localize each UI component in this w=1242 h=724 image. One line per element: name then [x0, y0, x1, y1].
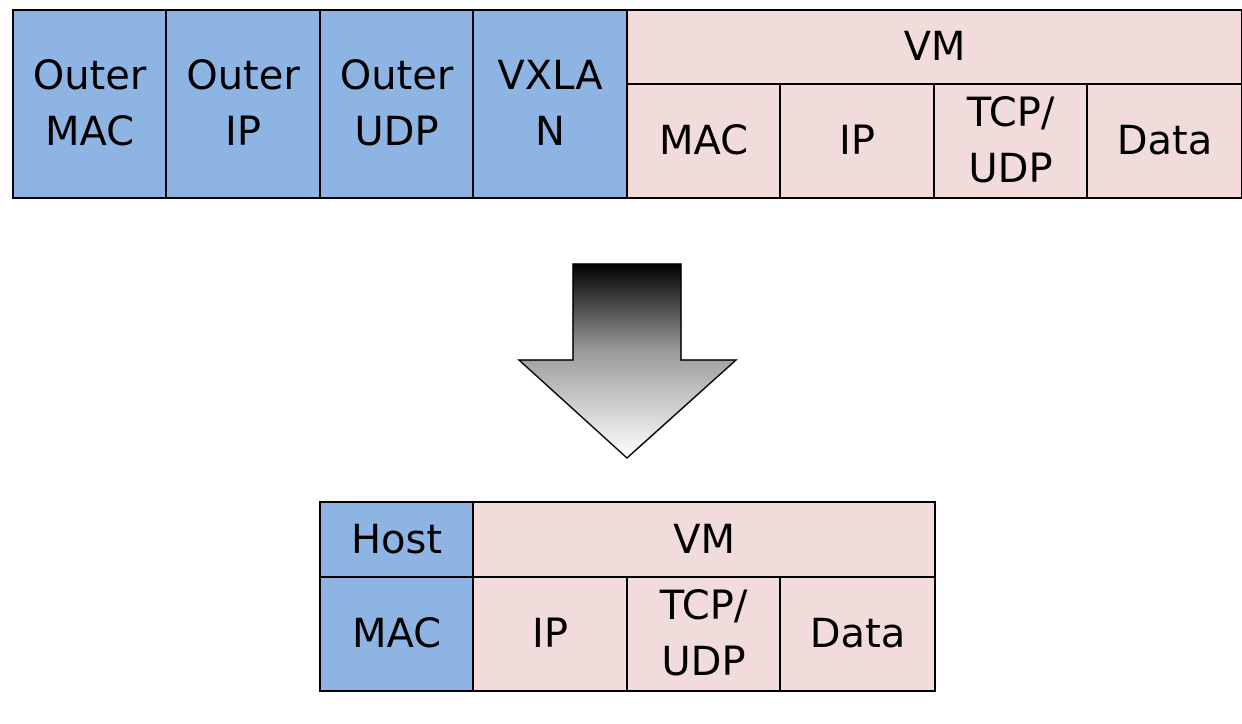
- decapsulated-packet: Host VM MAC IP TCP/ UDP Data: [319, 501, 937, 692]
- host-group-label: Host: [319, 501, 474, 578]
- vm-data-field: Data: [1086, 83, 1242, 199]
- vm-group-label: VM: [471, 501, 937, 578]
- vm-ip-field: IP: [779, 83, 935, 199]
- vm-ip-field: IP: [472, 576, 628, 692]
- vm-group-label: VM: [626, 9, 1242, 85]
- outer-ip-field: Outer IP: [165, 9, 321, 199]
- outer-udp-field: Outer UDP: [319, 9, 474, 199]
- vm-tcp-udp-field: TCP/ UDP: [626, 576, 781, 692]
- vm-data-field: Data: [778, 576, 937, 692]
- vm-tcp-udp-field: TCP/ UDP: [933, 83, 1088, 199]
- outer-mac-field: Outer MAC: [12, 9, 167, 199]
- encapsulated-packet: Outer MAC Outer IP Outer UDP VXLA N VM M…: [12, 9, 1242, 199]
- host-mac-field: MAC: [319, 576, 474, 692]
- vxlan-header-field: VXLA N: [472, 9, 628, 199]
- vm-mac-field: MAC: [626, 83, 781, 199]
- down-arrow-icon: [517, 263, 738, 460]
